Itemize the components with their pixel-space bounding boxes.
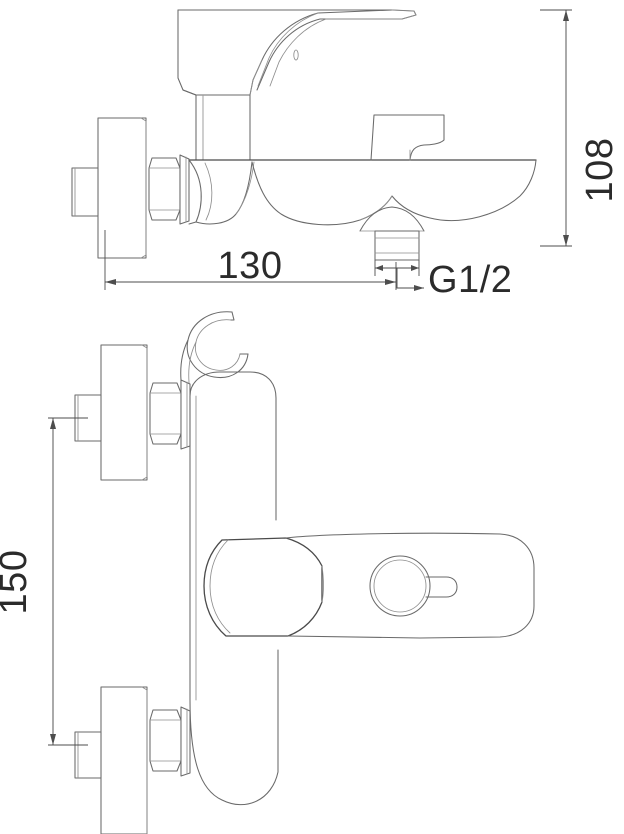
mixer-body-front bbox=[189, 371, 279, 806]
upper-hex-nut-front bbox=[149, 379, 191, 450]
hex-nut-side bbox=[148, 154, 190, 225]
outlet-nipple-g12 bbox=[374, 230, 420, 261]
dimension-label-108: 108 bbox=[579, 138, 621, 203]
dimension-projection-130: 130 bbox=[104, 230, 397, 290]
handle-escutcheon-ring bbox=[369, 555, 458, 617]
dimension-label-g12: G1/2 bbox=[428, 259, 512, 301]
view-side-elevation bbox=[71, 9, 537, 261]
wall-flange-side bbox=[71, 117, 147, 259]
handle-base-cylinder bbox=[182, 89, 251, 161]
dimension-label-150: 150 bbox=[0, 550, 35, 615]
lower-wall-flange-front bbox=[74, 686, 148, 834]
dimension-centres-150: 150 bbox=[0, 417, 88, 746]
upper-wall-flange-front bbox=[74, 344, 148, 481]
view-front-elevation bbox=[74, 311, 535, 834]
lower-hex-nut-front bbox=[149, 706, 191, 777]
diverter-lever bbox=[370, 114, 445, 161]
dimension-height-108: 108 bbox=[540, 9, 621, 247]
mixer-body-side bbox=[188, 159, 537, 232]
shower-hook bbox=[180, 311, 249, 397]
lever-handle-front bbox=[203, 532, 535, 639]
dimension-label-130: 130 bbox=[218, 245, 283, 287]
lever-handle bbox=[177, 9, 417, 96]
dimension-thread-g12: G1/2 bbox=[374, 259, 512, 301]
